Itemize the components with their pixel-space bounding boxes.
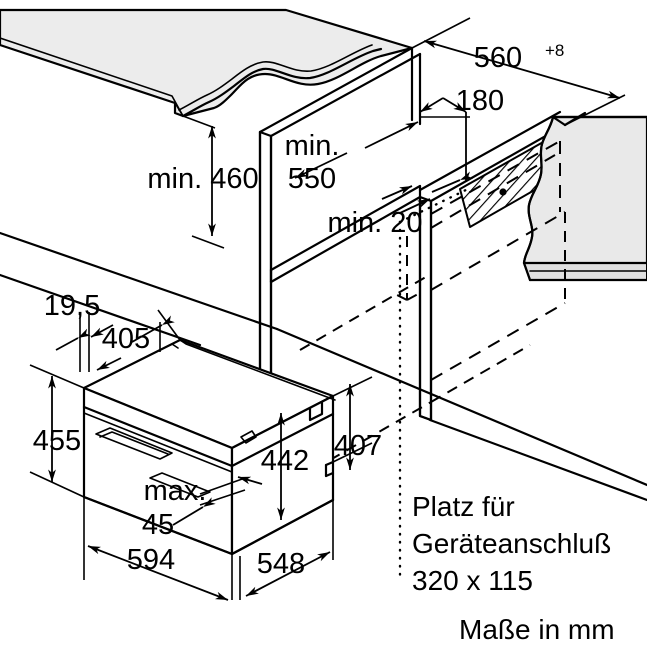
label-460: min. 460 [147, 163, 258, 195]
dimension-455 [29, 364, 85, 498]
label-560: 560 [474, 42, 522, 74]
oven-front-latch [149, 472, 211, 498]
note-connection-line2: Geräteanschluß [412, 528, 611, 559]
dotted-bracket [392, 236, 421, 301]
label-180: 180 [456, 85, 504, 117]
cabinet-rear-slant [418, 110, 567, 203]
label-455: 455 [33, 425, 81, 457]
note-units: Maße in mm [459, 614, 615, 645]
dimension-19-5 [55, 312, 114, 372]
dimension-548 [239, 500, 334, 600]
label-550-line1: min. [285, 130, 340, 162]
dimension-407 [332, 376, 373, 470]
dimension-460 [182, 115, 225, 249]
label-max-45-line1: max. [144, 475, 207, 507]
dimension-20 [381, 171, 474, 214]
wall-base-slab [522, 261, 647, 282]
label-19-5: 19,5 [44, 290, 100, 322]
niche-bottom-shelf [269, 184, 422, 284]
label-594: 594 [127, 544, 175, 576]
label-548: 548 [257, 548, 305, 580]
floor-lines [0, 231, 647, 502]
label-20: min. 20 [327, 207, 422, 239]
label-560-superscript: +8 [545, 41, 564, 60]
cabinet-left-divider [258, 130, 273, 395]
oven-side-handle [240, 430, 257, 444]
dimension-405 [96, 309, 181, 371]
label-max-45-line2: 45 [142, 509, 174, 541]
label-550-line2: 550 [288, 163, 336, 195]
oven-door-handle [95, 427, 173, 460]
connection-center-dotted-line [398, 186, 472, 582]
countertop-slab [0, 8, 414, 118]
recess-marker [499, 188, 507, 196]
dimension-max-45 [172, 476, 263, 526]
dimension-180 [419, 97, 471, 190]
dimension-560 [411, 17, 626, 126]
cabinet-top-edges [258, 46, 422, 138]
dimension-550 [294, 121, 419, 179]
appliance-oven [82, 338, 336, 556]
note-connection-line1: Platz für [412, 491, 515, 522]
rear-wall-panel [522, 115, 647, 268]
label-405: 405 [102, 323, 150, 355]
label-442: 442 [261, 445, 309, 477]
label-407: 407 [334, 430, 382, 462]
dimension-594 [83, 497, 233, 601]
note-connection-line3: 320 x 115 [412, 565, 533, 596]
